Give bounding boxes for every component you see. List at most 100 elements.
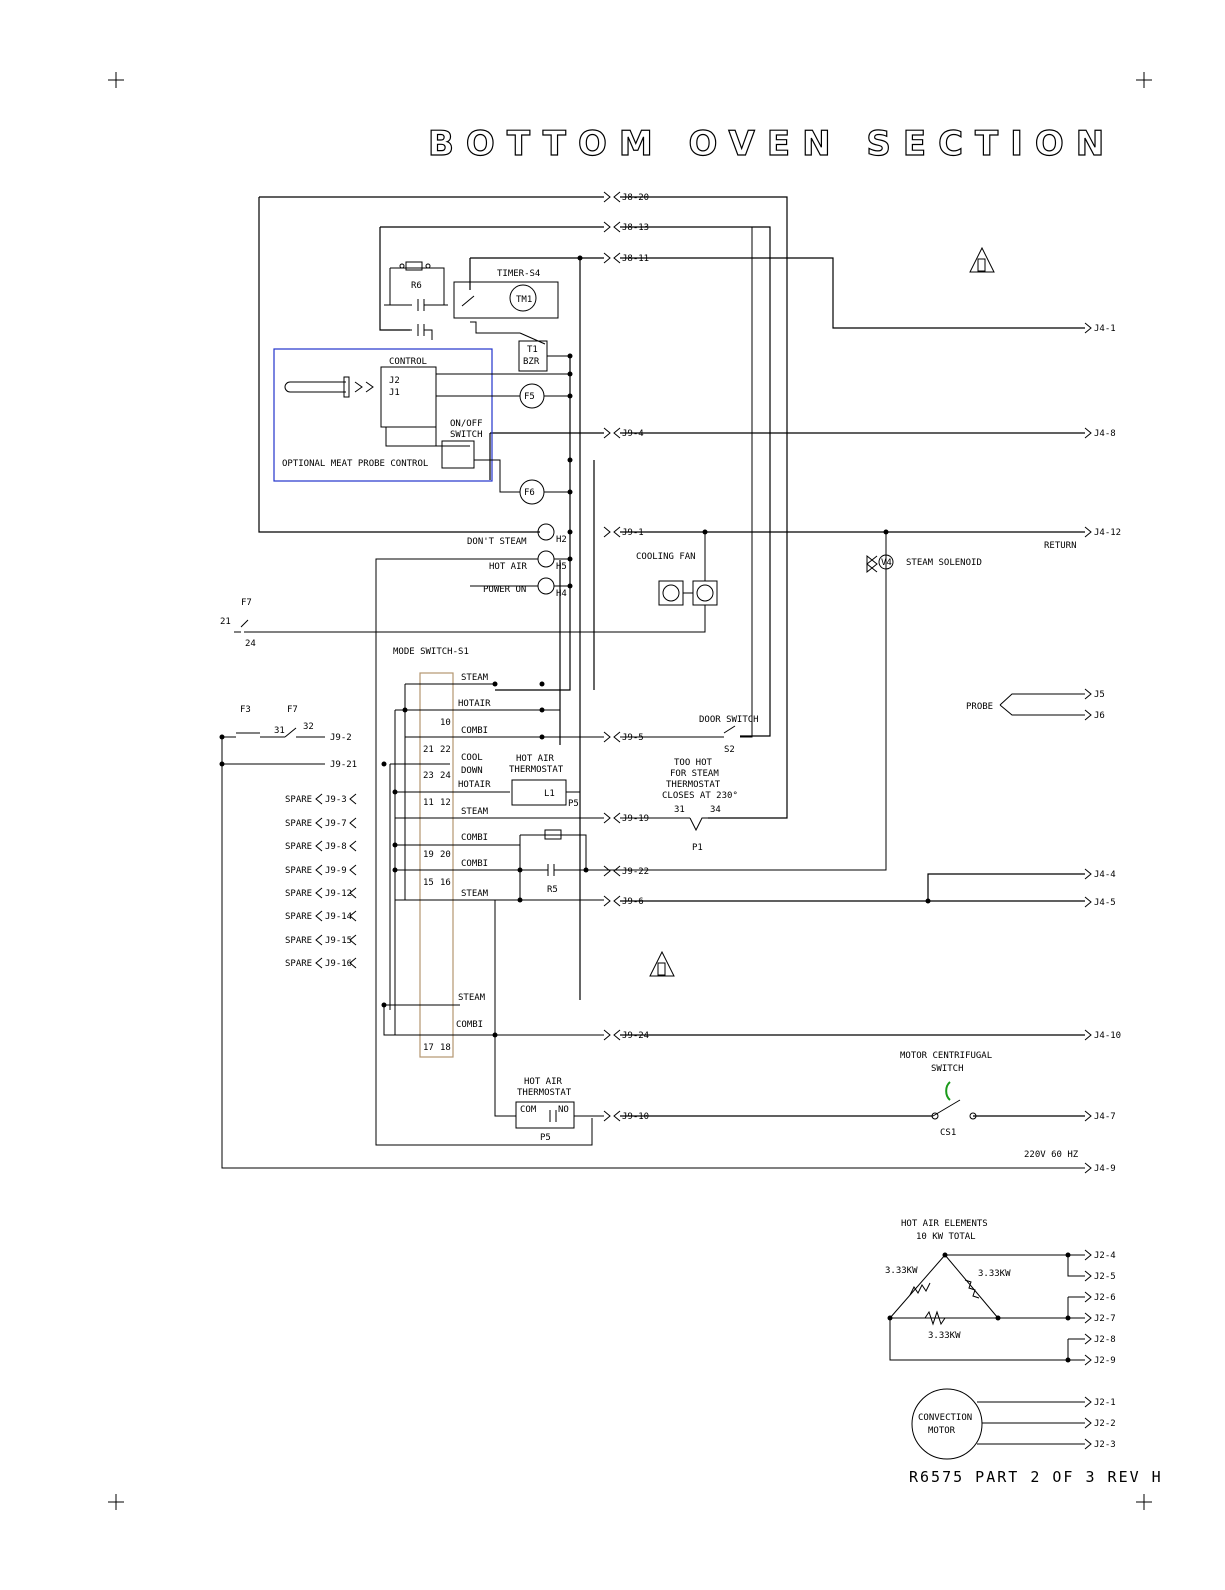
connector-arrows-mid: [603, 191, 621, 1122]
mode-switch-pins: 10 21 22 23 24 11 12 19 20 15 16 17 18: [423, 718, 451, 1053]
h2-label: H2: [556, 535, 567, 545]
t1-label: T1: [527, 345, 538, 355]
too-hot-1: TOO HOT: [674, 758, 713, 768]
f7b-label: F7: [287, 705, 298, 715]
ms-label: COMBI: [461, 859, 488, 869]
ms-pin: 24: [440, 771, 451, 781]
spare-label: SPARE: [285, 795, 312, 805]
kw-c-label: 3.33KW: [928, 1331, 961, 1341]
warning-icon: [649, 950, 675, 977]
steam-solenoid-label: STEAM SOLENOID: [906, 558, 982, 568]
bus-lines: [495, 356, 595, 745]
steam-solenoid: [594, 532, 894, 871]
spare-pin: J9-16: [325, 959, 352, 969]
spare-label: SPARE: [285, 912, 312, 922]
ms-label: COMBI: [461, 833, 488, 843]
cooling-fan-label: COOLING FAN: [636, 552, 696, 562]
spare-label: SPARE: [285, 866, 312, 876]
motor-centrifugal-switch: [931, 1099, 977, 1120]
j2-arrows: [1084, 1249, 1092, 1450]
page-title: BOTTOM OVEN SECTION: [428, 124, 1116, 164]
com-label: COM: [520, 1105, 537, 1115]
pin-j5: J5: [1094, 690, 1105, 700]
probe-control-box: [273, 348, 493, 482]
top-wiring: [258, 196, 1085, 1000]
pin-j4-9: J4-9: [1094, 1164, 1116, 1174]
door-switch-label: DOOR SWITCH: [699, 715, 759, 725]
pin-j4-5: J4-5: [1094, 898, 1116, 908]
pin-j2-9: J2-9: [1094, 1356, 1116, 1366]
ms-label: STEAM: [461, 807, 489, 817]
f7-21: 21: [220, 617, 231, 627]
ms-label: STEAM: [461, 673, 489, 683]
timer-label: TIMER-S4: [497, 269, 540, 279]
pin-j8-20: J8-20: [622, 193, 649, 203]
f7b-31: 31: [274, 726, 285, 736]
p5b-label: P5: [540, 1133, 551, 1143]
revision-label: R6575 PART 2 OF 3 REV H: [909, 1468, 1163, 1486]
mode-switch-wiring: [383, 683, 604, 1117]
pin-j9-24: J9-24: [622, 1031, 649, 1041]
p1-31: 31: [674, 805, 685, 815]
ms-pin: 20: [440, 850, 451, 860]
pin-j9-6: J9-6: [622, 897, 644, 907]
pin-j9-21: J9-21: [330, 760, 357, 770]
ms-pin: 17: [423, 1043, 434, 1053]
pin-j9-1: J9-1: [622, 528, 644, 538]
hat-label-2: THERMOSTAT: [509, 765, 564, 775]
pin-j8-11: J8-11: [622, 254, 649, 264]
kw-a-label: 3.33KW: [885, 1266, 918, 1276]
l1-label: L1: [544, 789, 555, 799]
left-fuses: [221, 619, 1085, 1169]
control-label: CONTROL: [389, 357, 427, 367]
motor-label-2: MOTOR: [928, 1426, 956, 1436]
ms-pin: 15: [423, 878, 434, 888]
probe-label: PROBE: [966, 702, 993, 712]
too-hot-thermostat: [620, 817, 708, 832]
cs-rotor-icon: [945, 1081, 951, 1101]
hot-air-elements: [889, 1254, 1085, 1361]
spare-pin: J9-3: [325, 795, 347, 805]
mode-switch-label: MODE SWITCH-S1: [393, 647, 469, 657]
f6-label: F6: [524, 488, 535, 498]
switch-label: SWITCH: [450, 430, 483, 440]
bzr-label: BZR: [523, 357, 540, 367]
dont-steam-label: DON'T STEAM: [467, 537, 527, 547]
pin-j2-7: J2-7: [1094, 1314, 1116, 1324]
pin-j6: J6: [1094, 711, 1105, 721]
pin-j9-10: J9-10: [622, 1112, 649, 1122]
pin-j4-7: J4-7: [1094, 1112, 1116, 1122]
probe-control-internals: [284, 366, 570, 505]
hat-label-1: HOT AIR: [516, 754, 555, 764]
connector-arrows-right: [1084, 322, 1092, 1174]
pin-j2-2: J2-2: [1094, 1419, 1116, 1429]
kw-b-label: 3.33KW: [978, 1269, 1011, 1279]
ms-label: DOWN: [461, 766, 483, 776]
r5-label: R5: [547, 885, 558, 895]
ms-pin: 21: [423, 745, 434, 755]
power-on-label: POWER ON: [483, 585, 526, 595]
pin-j9-4: J9-4: [622, 429, 644, 439]
f3-label: F3: [240, 705, 251, 715]
too-hot-2: FOR STEAM: [670, 769, 719, 779]
mode-switch-strip: [419, 672, 454, 1058]
too-hot-3: THERMOSTAT: [666, 780, 721, 790]
f5-label: F5: [524, 392, 535, 402]
r6-label: R6: [411, 281, 422, 291]
spare-pin: J9-12: [325, 889, 352, 899]
supply-label: 220V 60 HZ: [1024, 1150, 1079, 1160]
ms-pin: 11: [423, 798, 434, 808]
pin-j4-4: J4-4: [1094, 870, 1116, 880]
ms-label: HOTAIR: [458, 780, 491, 790]
ms-pin: 16: [440, 878, 451, 888]
spare-label: SPARE: [285, 889, 312, 899]
spare-label: SPARE: [285, 842, 312, 852]
spare-label: SPARE: [285, 936, 312, 946]
elements-label-2: 10 KW TOTAL: [916, 1232, 976, 1242]
ms-label: COMBI: [456, 1020, 483, 1030]
ms-pin: 19: [423, 850, 434, 860]
h5-label: H5: [556, 562, 567, 572]
too-hot-4: CLOSES AT 230°: [662, 791, 738, 801]
registration-marks: [108, 72, 1152, 1510]
